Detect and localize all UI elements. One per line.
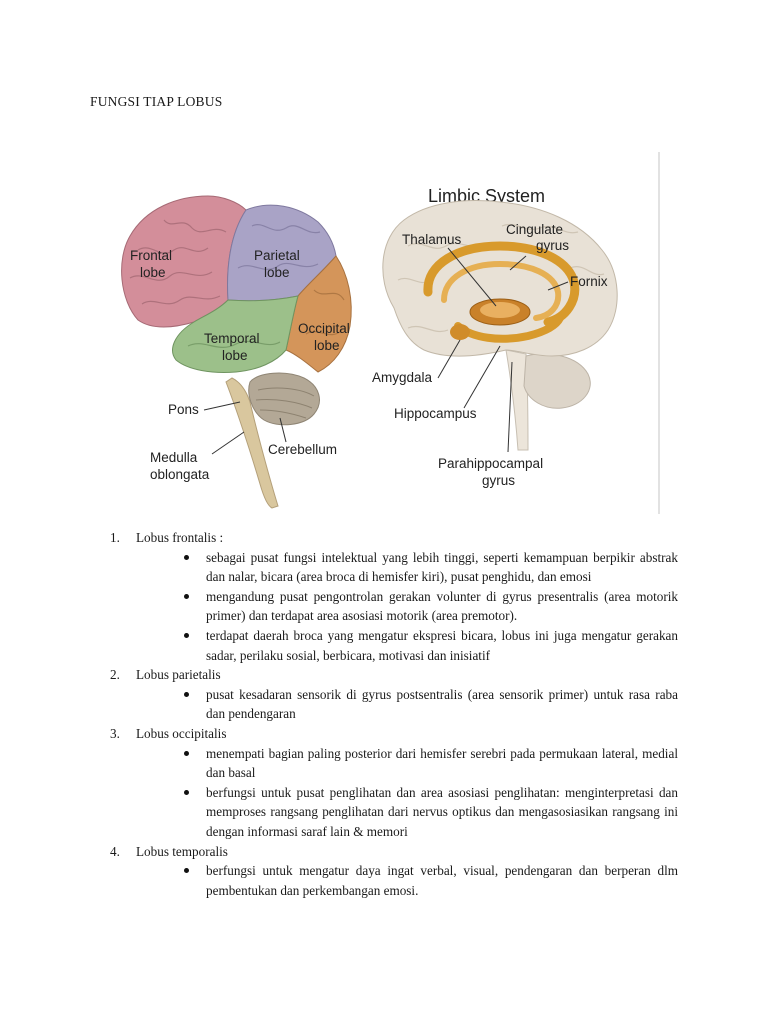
parietal-lobe-label: Parietal lobe xyxy=(254,248,304,280)
pons-label: Pons xyxy=(168,402,199,417)
list-item: mengandung pusat pengontrolan gerakan vo… xyxy=(180,587,678,626)
bullet-icon xyxy=(184,691,189,697)
limbic-system-diagram: Limbic System xyxy=(372,186,618,488)
lobe-section-frontal: 1. Lobus frontalis : sebagai pusat fungs… xyxy=(110,528,678,665)
bullet-icon xyxy=(184,789,189,795)
list-item: pusat kesadaran sensorik di gyrus postse… xyxy=(180,685,678,724)
lobe-section-occipital: 3. Lobus occipitalis menempati bagian pa… xyxy=(110,724,678,842)
brain-illustration: Frontal lobe Parietal lobe Temporal lobe… xyxy=(108,150,662,518)
list-item: terdapat daerah broca yang mengatur eksp… xyxy=(180,626,678,665)
lobe-section-temporal: 4. Lobus temporalis berfungsi untuk meng… xyxy=(110,842,678,901)
section-heading: Lobus frontalis : xyxy=(136,530,224,545)
occipital-lobe-label: Occipital lobe xyxy=(298,321,354,353)
thalamus-label: Thalamus xyxy=(402,232,462,247)
section-number: 3. xyxy=(110,725,120,741)
amygdala-label: Amygdala xyxy=(372,370,433,385)
list-item: sebagai pusat fungsi intelektual yang le… xyxy=(180,548,678,587)
temporal-lobe-label: Temporal lobe xyxy=(204,331,263,363)
list-item: berfungsi untuk mengatur daya ingat verb… xyxy=(180,861,678,900)
occipital-lobe-region xyxy=(285,255,352,373)
lobe-functions-list: 1. Lobus frontalis : sebagai pusat fungs… xyxy=(110,528,678,900)
page-title: FUNGSI TIAP LOBUS xyxy=(90,94,223,109)
brain-figure: Frontal lobe Parietal lobe Temporal lobe… xyxy=(108,150,662,518)
cerebellum-label: Cerebellum xyxy=(268,442,337,457)
cingulate-gyrus-label: Cingulate gyrus xyxy=(506,222,569,253)
medulla-label: Medulla oblongata xyxy=(150,450,210,482)
parahippocampal-gyrus-label: Parahippocampal gyrus xyxy=(438,456,547,488)
list-item: menempati bagian paling posterior dari h… xyxy=(180,744,678,783)
section-number: 1. xyxy=(110,530,120,545)
section-heading: Lobus parietalis xyxy=(136,667,221,683)
list-item: berfungsi untuk pusat penglihatan dan ar… xyxy=(180,783,678,842)
section-heading: Lobus occipitalis xyxy=(136,725,227,741)
section-heading: Lobus temporalis xyxy=(136,843,228,859)
bullet-icon xyxy=(184,554,189,560)
limbic-structures xyxy=(423,241,580,343)
hippocampus-label: Hippocampus xyxy=(394,406,477,421)
section-number: 4. xyxy=(110,843,120,859)
bullet-icon xyxy=(184,632,189,638)
bullet-icon xyxy=(184,750,189,756)
frontal-lobe-label: Frontal lobe xyxy=(130,248,176,280)
lobes-brain-diagram: Frontal lobe Parietal lobe Temporal lobe… xyxy=(121,195,354,509)
bullet-icon xyxy=(184,868,189,874)
section-number: 2. xyxy=(110,667,120,683)
temporal-lobe-region xyxy=(172,295,299,373)
fornix-label: Fornix xyxy=(570,274,608,289)
lobe-section-parietal: 2. Lobus parietalis pusat kesadaran sens… xyxy=(110,665,678,724)
bullet-icon xyxy=(184,593,189,599)
limbic-system-title: Limbic System xyxy=(428,186,545,206)
